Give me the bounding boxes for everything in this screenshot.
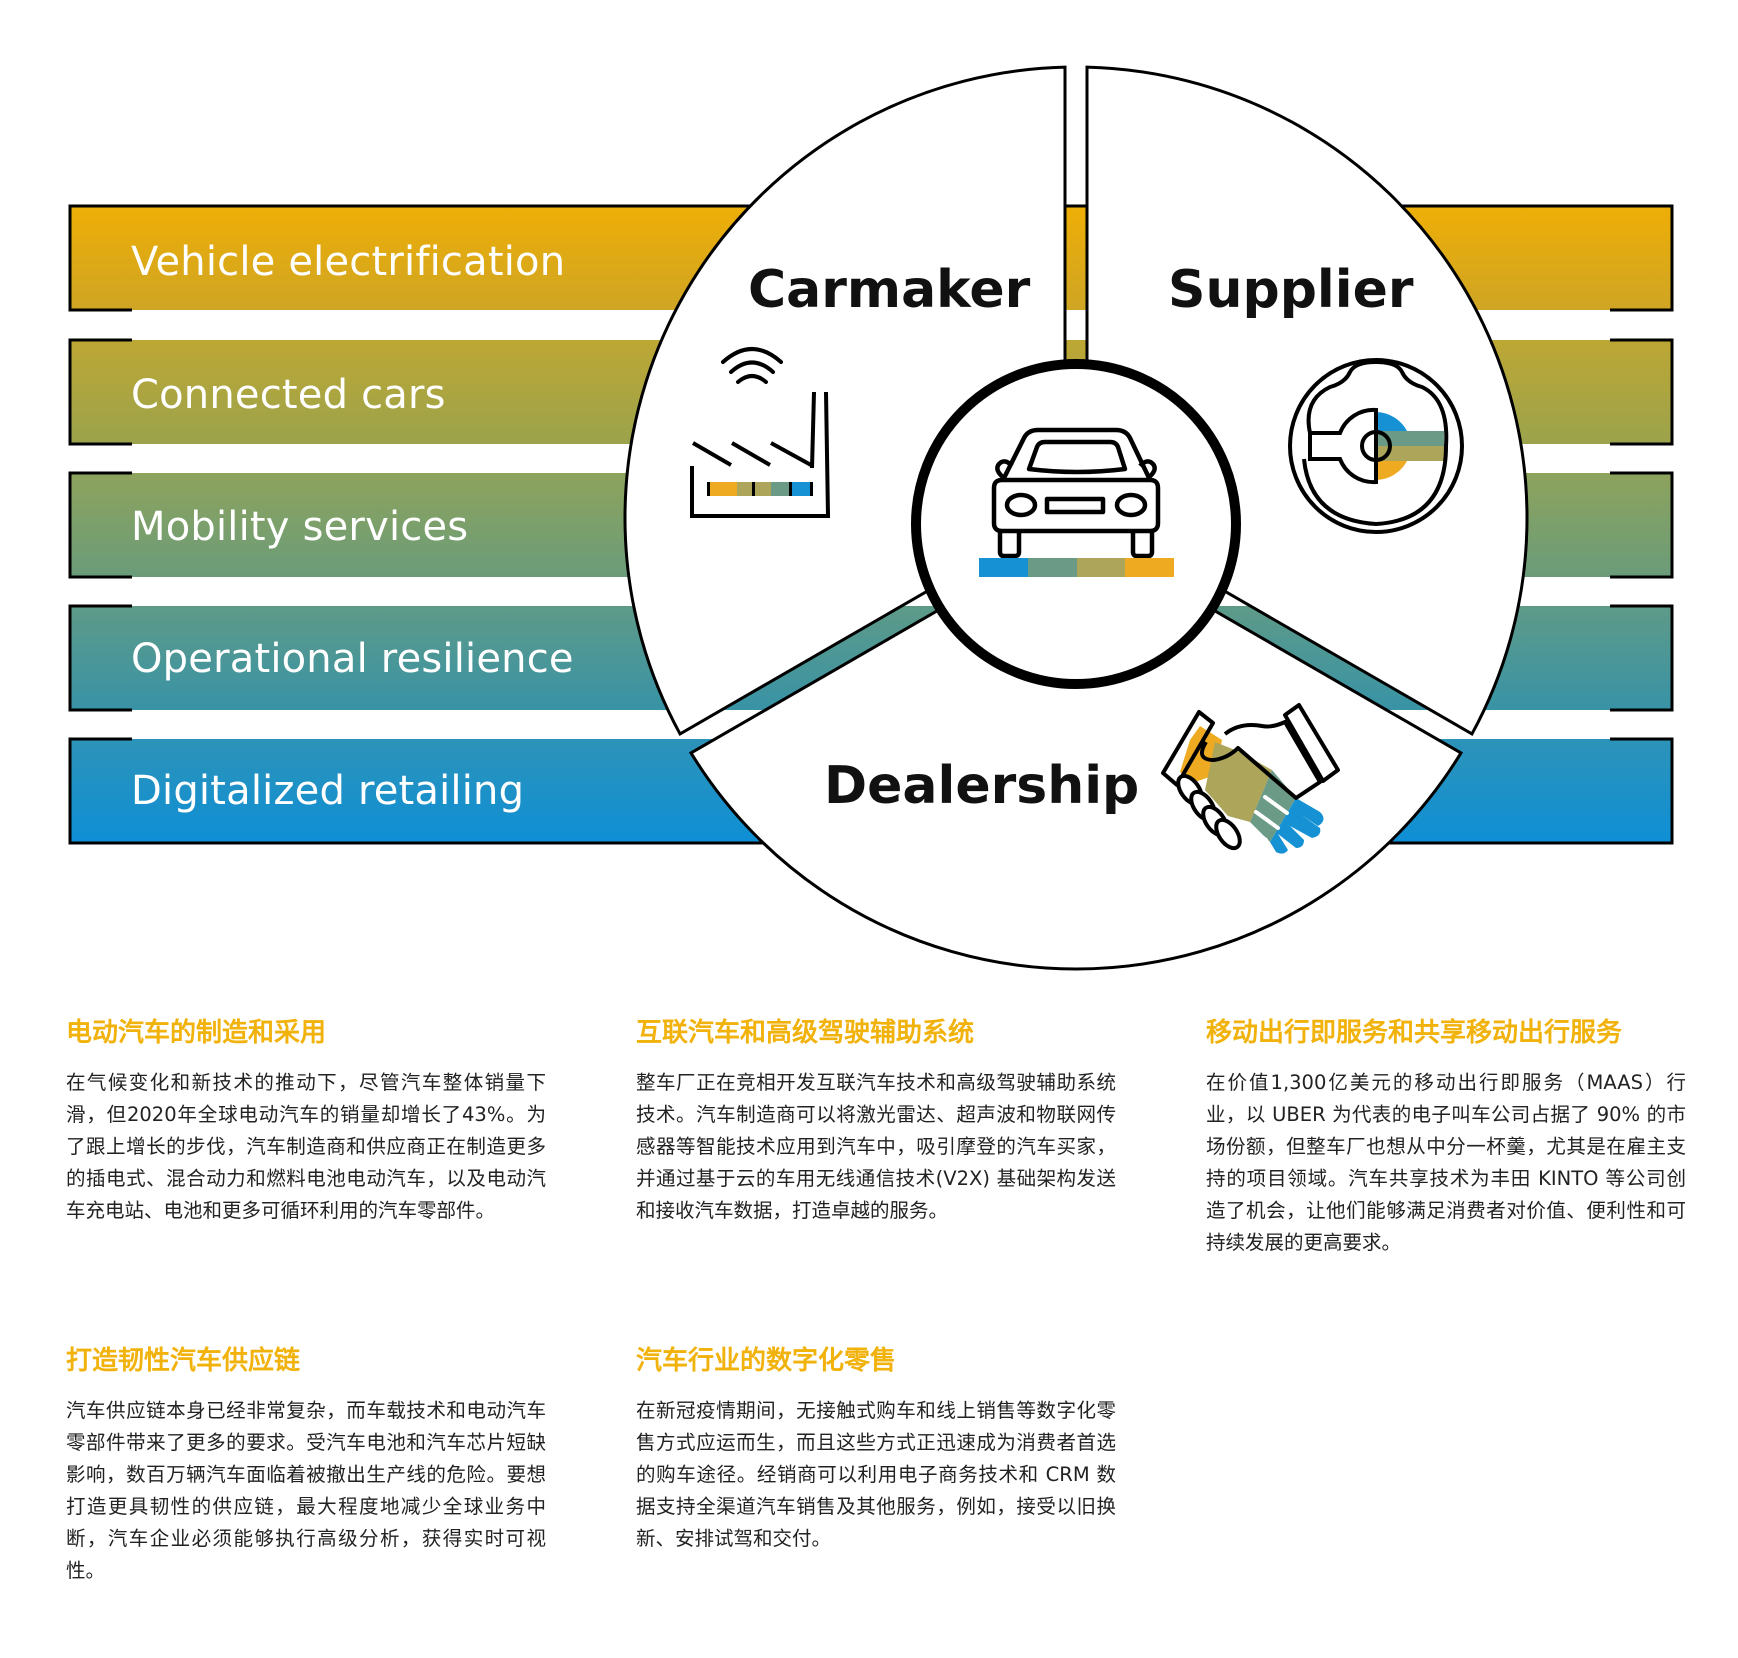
color-swatch xyxy=(979,558,1028,577)
factory-wifi-icon xyxy=(690,347,831,518)
color-swatch xyxy=(1376,446,1444,461)
band-label-operational-resilience: Operational resilience xyxy=(131,636,574,682)
band-bracket-right xyxy=(1610,604,1674,712)
section-body: 在气候变化和新技术的推动下，尽管汽车整体销量下滑，但2020年全球电动汽车的销量… xyxy=(66,1071,546,1223)
band-bracket-right xyxy=(1610,471,1674,579)
wedge-title-supplier: Supplier xyxy=(1168,260,1414,320)
center-hub xyxy=(911,359,1241,689)
section-ev-adoption: 电动汽车的制造和采用 在气候变化和新技术的推动下，尽管汽车整体销量下滑，但202… xyxy=(66,1018,546,1227)
band-label-digitalized-retailing: Digitalized retailing xyxy=(131,768,525,814)
color-swatch xyxy=(1376,461,1407,480)
color-swatch xyxy=(709,482,737,496)
band-bracket-left xyxy=(68,338,132,446)
section-body: 整车厂正在竞相开发互联汽车技术和高级驾驶辅助系统技术。汽车制造商可以将激光雷达、… xyxy=(636,1071,1116,1223)
section-title: 汽车行业的数字化零售 xyxy=(636,1346,897,1376)
color-swatch xyxy=(1125,558,1174,577)
car-color-bar xyxy=(979,558,1174,577)
steering-wheel-icon xyxy=(1288,358,1464,534)
wedge-title-carmaker: Carmaker xyxy=(748,260,1031,320)
band-bracket-left xyxy=(68,471,132,579)
section-title: 电动汽车的制造和采用 xyxy=(66,1018,327,1048)
section-resilient-supply-chain: 打造韧性汽车供应链 汽车供应链本身已经非常复杂，而车载技术和电动汽车零部件带来了… xyxy=(66,1346,546,1587)
band-bracket-left xyxy=(68,604,132,712)
section-body: 在价值1,300亿美元的移动出行即服务（MAAS）行业，以 UBER 为代表的电… xyxy=(1206,1071,1686,1255)
automotive-diagram xyxy=(68,65,1674,971)
wedge-title-dealership: Dealership xyxy=(824,756,1140,816)
band-label-mobility-services: Mobility services xyxy=(131,504,469,550)
color-swatch xyxy=(755,482,771,496)
color-swatch xyxy=(1077,558,1125,577)
band-bracket-right xyxy=(1610,338,1674,446)
color-swatch xyxy=(791,482,811,496)
band-label-vehicle-electrification: Vehicle electrification xyxy=(131,239,566,285)
color-swatch xyxy=(1376,412,1407,431)
section-connected-adas: 互联汽车和高级驾驶辅助系统 整车厂正在竞相开发互联汽车技术和高级驾驶辅助系统技术… xyxy=(636,1018,1116,1227)
color-swatch xyxy=(1028,558,1077,577)
section-body: 在新冠疫情期间，无接触式购车和线上销售等数字化零售方式应运而生，而且这些方式正迅… xyxy=(636,1399,1116,1551)
section-title: 打造韧性汽车供应链 xyxy=(66,1346,301,1376)
section-title: 互联汽车和高级驾驶辅助系统 xyxy=(636,1018,975,1048)
color-swatch xyxy=(771,482,789,496)
color-swatch xyxy=(737,482,753,496)
section-maas: 移动出行即服务和共享移动出行服务 在价值1,300亿美元的移动出行即服务（MAA… xyxy=(1206,1018,1686,1259)
color-swatch xyxy=(1270,798,1324,854)
band-label-connected-cars: Connected cars xyxy=(131,372,446,418)
section-title: 移动出行即服务和共享移动出行服务 xyxy=(1206,1018,1623,1048)
car-icon xyxy=(991,427,1161,559)
handshake-icon xyxy=(1161,703,1340,854)
section-body: 汽车供应链本身已经非常复杂，而车载技术和电动汽车零部件带来了更多的要求。受汽车电… xyxy=(66,1399,546,1583)
color-swatch xyxy=(1376,431,1444,446)
wedge-dealership[interactable] xyxy=(688,528,1464,971)
section-digital-retail: 汽车行业的数字化零售 在新冠疫情期间，无接触式购车和线上销售等数字化零售方式应运… xyxy=(636,1346,1116,1555)
